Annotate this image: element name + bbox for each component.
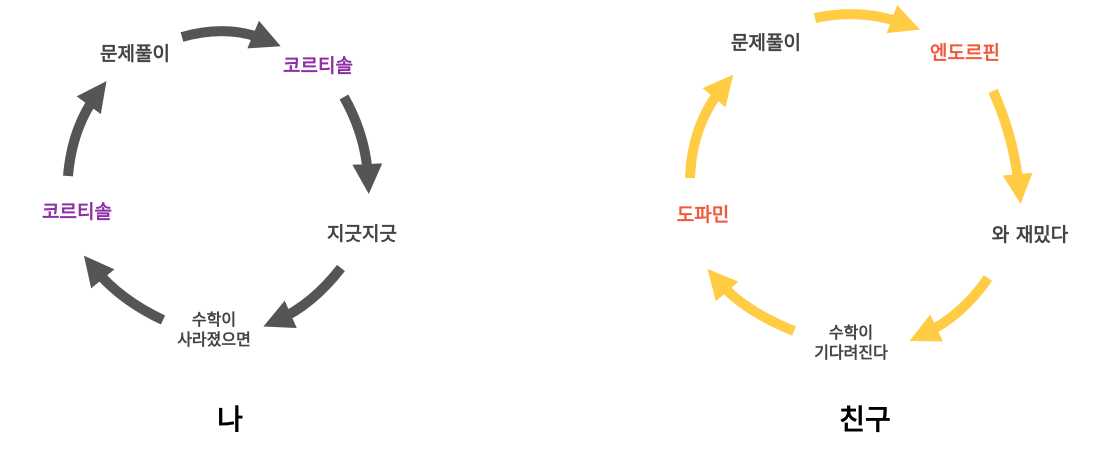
left-arrow-bottom-left [83, 255, 166, 325]
left-node-top-right: 코르티솔 [283, 55, 353, 78]
right-arrow-left [685, 74, 734, 179]
right-node-bottom-line2: 기다려진다 [814, 343, 888, 362]
left-node-bottom: 수학이 사라졌으면 [177, 310, 251, 350]
left-arrow-right-upper [339, 94, 383, 194]
right-node-bottom-line1: 수학이 [828, 323, 874, 342]
right-arrow-bottom-left [707, 268, 796, 336]
right-node-right: 와 재밌다 [991, 224, 1069, 247]
left-node-bottom-line2: 사라졌으면 [177, 330, 251, 349]
right-arrow-top [813, 5, 920, 34]
right-node-bottom: 수학이 기다려진다 [814, 323, 888, 363]
left-arrow-left [63, 81, 107, 177]
left-caption: 나 [217, 403, 243, 436]
left-node-left: 코르티솔 [42, 201, 112, 224]
right-cycle-arrows [685, 5, 1033, 342]
right-arrow-right-lower [909, 275, 993, 342]
right-node-top: 문제풀이 [731, 32, 801, 55]
left-cycle-arrows [63, 20, 383, 329]
left-node-right: 지긋지긋 [327, 223, 397, 246]
right-node-left: 도파민 [676, 204, 730, 227]
left-node-bottom-line1: 수학이 [191, 310, 237, 329]
right-arrow-right-upper [988, 88, 1033, 204]
left-node-top: 문제풀이 [100, 43, 170, 66]
left-arrow-right-lower [263, 264, 345, 329]
left-arrow-top [180, 20, 281, 49]
right-caption: 친구 [839, 403, 891, 436]
right-node-top-right: 엔도르핀 [930, 42, 1000, 65]
